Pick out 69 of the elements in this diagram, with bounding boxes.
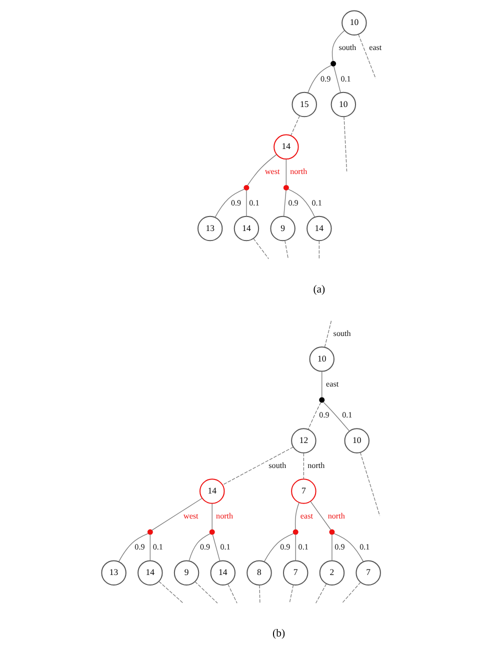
connector <box>342 582 361 604</box>
connector <box>334 533 364 562</box>
connector <box>118 533 148 562</box>
node-circle: 14 <box>234 216 260 242</box>
connector <box>264 533 294 562</box>
connector <box>158 581 184 604</box>
connector <box>228 584 238 604</box>
connector <box>310 501 332 530</box>
connector <box>284 240 289 260</box>
connector <box>246 190 247 217</box>
node-circle: 12 <box>291 428 316 454</box>
node-circle <box>244 184 250 190</box>
connector <box>316 584 327 604</box>
connector <box>318 240 320 260</box>
node-circle <box>283 184 289 190</box>
connector <box>283 190 286 217</box>
node-circle <box>292 529 298 535</box>
node-circle: 15 <box>292 92 317 118</box>
node-circle: 9 <box>174 560 200 586</box>
connector <box>259 584 260 604</box>
node-circle <box>329 529 335 535</box>
node-circle: 10 <box>330 92 356 118</box>
connector <box>360 452 380 516</box>
node-circle: 2 <box>319 560 345 586</box>
connector <box>212 534 220 562</box>
node-circle: 14 <box>200 478 225 504</box>
connector <box>194 581 218 604</box>
node-circle <box>330 60 336 66</box>
label: (a) <box>313 283 326 296</box>
node-circle: 8 <box>246 560 272 586</box>
node-circle <box>319 397 325 403</box>
node-circle: 14 <box>138 560 163 586</box>
connector <box>286 158 287 186</box>
node-circle: 13 <box>101 560 126 586</box>
node-circle: 7 <box>356 560 381 586</box>
node-circle: 9 <box>270 216 296 242</box>
connector <box>222 446 294 486</box>
connector <box>344 116 348 172</box>
connector <box>308 64 332 94</box>
node-circle: 7 <box>283 560 308 586</box>
connector <box>289 584 294 604</box>
node-circle: 14 <box>306 216 332 242</box>
node-circle <box>147 529 153 535</box>
connector <box>295 534 296 561</box>
node-circle: 14 <box>274 134 299 160</box>
node-circle <box>209 529 215 535</box>
connector <box>332 30 345 62</box>
connector <box>323 402 350 432</box>
connector <box>324 320 332 348</box>
node-circle: 10 <box>342 10 367 36</box>
node-circle: 10 <box>344 428 370 454</box>
node-circle: 10 <box>309 346 334 372</box>
node-circle: 7 <box>291 478 316 504</box>
connector <box>214 188 245 218</box>
connector <box>188 533 210 562</box>
connector <box>152 498 202 531</box>
connector <box>308 402 322 430</box>
node-circle: 13 <box>197 216 223 242</box>
connector <box>303 452 304 480</box>
connector <box>253 238 269 260</box>
label: (b) <box>272 628 286 640</box>
node-circle: 14 <box>210 560 236 586</box>
connector <box>247 154 277 186</box>
connector <box>288 188 316 218</box>
connector <box>295 502 300 530</box>
connector <box>333 66 341 93</box>
connector <box>150 534 151 561</box>
connector <box>290 115 300 136</box>
connector <box>358 34 376 79</box>
